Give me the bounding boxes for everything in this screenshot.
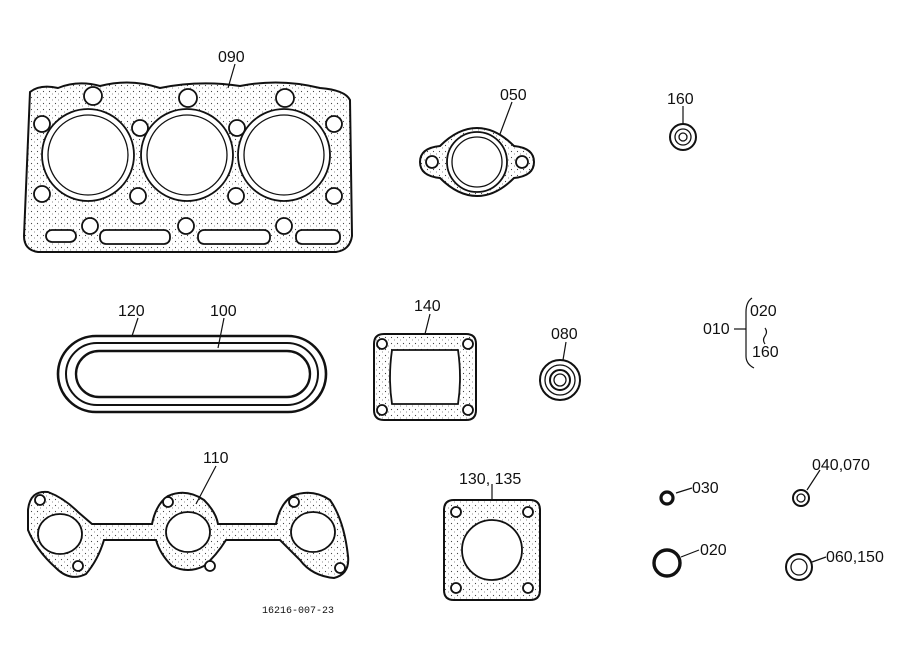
label-080: 080 xyxy=(551,326,578,343)
seal-160 xyxy=(669,123,697,151)
label-010: 010 xyxy=(703,321,730,338)
label-060-150: 060,150 xyxy=(826,549,884,566)
square-flange-gasket-130-135 xyxy=(443,499,541,601)
o-ring-020 xyxy=(652,548,682,578)
square-gasket-140 xyxy=(373,333,477,421)
flange-gasket-050 xyxy=(418,126,536,198)
washer-060-150 xyxy=(785,553,813,581)
label-140: 140 xyxy=(414,298,441,315)
washer-040-070 xyxy=(792,489,810,507)
label-100: 100 xyxy=(210,303,237,320)
drawing-code: 16216-007-23 xyxy=(262,606,334,617)
manifold-gasket-110 xyxy=(27,490,350,580)
label-130-135: 130, 135 xyxy=(459,471,521,488)
cylinder-head-gasket-090 xyxy=(22,81,354,253)
o-ring-030 xyxy=(659,490,675,506)
assembly-bracket-010 xyxy=(734,297,768,369)
label-050: 050 xyxy=(500,87,527,104)
label-110: 110 xyxy=(203,450,229,467)
label-160-top: 160 xyxy=(667,91,694,108)
label-020-group: 020 xyxy=(750,303,777,320)
label-040-070: 040,070 xyxy=(812,457,870,474)
label-160-group: 160 xyxy=(752,344,779,361)
label-030: 030 xyxy=(692,480,719,497)
oil-seal-080 xyxy=(539,359,581,401)
valve-cover-gaskets-120-100 xyxy=(56,334,328,414)
label-120: 120 xyxy=(118,303,145,320)
label-090: 090 xyxy=(218,49,245,66)
label-020: 020 xyxy=(700,542,727,559)
